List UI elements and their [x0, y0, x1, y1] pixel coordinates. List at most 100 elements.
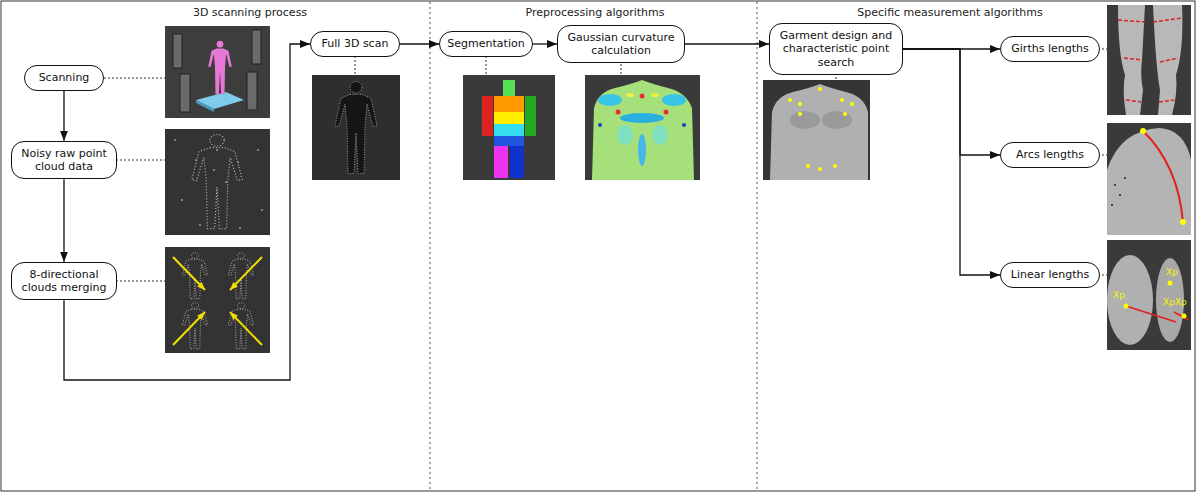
girth-image	[1107, 5, 1191, 115]
process-box: Full 3D scan	[310, 31, 400, 56]
arc-image	[1111, 177, 1126, 206]
curvature-image	[640, 94, 645, 99]
landmark-image	[806, 164, 810, 168]
curvature-image	[598, 123, 602, 127]
landmark-image	[833, 164, 837, 168]
node-text: Arcs lengths	[1007, 148, 1093, 161]
leader-line	[64, 281, 165, 282]
node-text: Scanning	[31, 71, 97, 84]
scanner-image	[173, 34, 182, 68]
segmentation-image	[494, 136, 524, 146]
landmark-image	[798, 112, 802, 116]
merging-image	[228, 253, 253, 299]
leader-line	[486, 44, 487, 75]
full-scan-image	[312, 75, 400, 180]
girth-image	[1126, 100, 1141, 102]
curvature-image	[651, 93, 659, 97]
section-heading: 3D scanning process	[193, 6, 307, 19]
scanner-image	[247, 72, 257, 110]
girth-image	[1118, 18, 1182, 102]
landmark-image	[770, 84, 868, 180]
leader-line	[64, 78, 165, 79]
landmark-image	[790, 111, 820, 129]
linear-image	[1126, 306, 1176, 322]
leader-line	[1050, 275, 1107, 276]
curvature-image	[626, 93, 634, 97]
raw-cloud-image	[213, 169, 215, 171]
linear-image	[1174, 312, 1189, 320]
girth-image	[1153, 18, 1182, 22]
arc-image	[1119, 194, 1121, 196]
segmentation-image	[463, 75, 555, 180]
curvature-image	[662, 94, 686, 106]
process-box: Garment design and characteristic point …	[769, 23, 903, 75]
curvature-image	[585, 75, 700, 180]
merging-image	[230, 312, 262, 345]
process-box: Linear lengths	[1000, 262, 1100, 287]
curvature-image	[617, 125, 633, 145]
merging-image	[182, 253, 253, 349]
raw-cloud-image	[216, 149, 218, 151]
segmentation-image	[503, 80, 515, 96]
landmark-image	[763, 80, 870, 180]
scanner-image	[165, 26, 270, 118]
process-box: Noisy raw point cloud data	[11, 141, 117, 179]
segmentation-image	[494, 124, 524, 136]
process-box: 8-directional clouds merging	[11, 262, 117, 300]
arc-image	[1124, 177, 1126, 179]
curvature-image	[620, 113, 664, 123]
scanner-image	[208, 41, 232, 95]
landmark-image	[788, 87, 854, 171]
arc-image	[1107, 128, 1191, 235]
node-text: Linear lengths	[1007, 268, 1093, 281]
arc-image	[1143, 131, 1183, 222]
flow-arrow	[400, 43, 439, 44]
girth-image	[1118, 20, 1145, 22]
segmentation-image	[494, 96, 524, 112]
girth-image	[1107, 5, 1191, 115]
section-divider	[430, 2, 757, 490]
raw-cloud-image	[195, 159, 197, 161]
flow-arrow	[903, 49, 1000, 275]
leader-line	[64, 160, 165, 161]
merging-image	[230, 257, 262, 290]
process-box: Scanning	[24, 65, 104, 90]
segmentation-image	[482, 96, 493, 136]
girth-image	[1153, 5, 1182, 115]
node-text: Segmentation	[446, 37, 526, 50]
arc-image	[1107, 123, 1191, 235]
arc-image	[1140, 128, 1146, 134]
node-text: Girths lengths	[1007, 42, 1093, 55]
curvature-image	[652, 125, 668, 145]
raw-cloud-image	[257, 149, 259, 151]
landmark-image	[850, 102, 854, 106]
raw-cloud-image	[225, 181, 227, 183]
merging-image	[182, 303, 207, 349]
girth-image	[1159, 100, 1174, 102]
linear-image	[1107, 240, 1191, 350]
flow-arrow	[903, 49, 1000, 155]
process-box: Gaussian curvature calculation	[557, 25, 685, 63]
merging-image	[228, 303, 253, 349]
scanner-image	[165, 26, 270, 118]
process-box: Arcs lengths	[1000, 142, 1100, 167]
point-label: Xp	[1113, 290, 1125, 300]
leader-line	[1050, 49, 1107, 50]
landmark-image	[818, 87, 822, 91]
landmark-image	[822, 111, 852, 129]
leader-line	[355, 44, 356, 75]
segmentation-image	[510, 146, 524, 178]
curvature-image	[664, 110, 669, 115]
segmentation-image	[494, 112, 524, 124]
arc-image	[1180, 219, 1186, 225]
flow-arrow	[63, 179, 64, 262]
raw-cloud-image	[192, 134, 242, 228]
scanner-image	[196, 100, 214, 112]
landmark-image	[818, 167, 822, 171]
merging-image	[165, 247, 270, 353]
merging-image	[173, 257, 262, 345]
curvature-image	[585, 75, 700, 180]
